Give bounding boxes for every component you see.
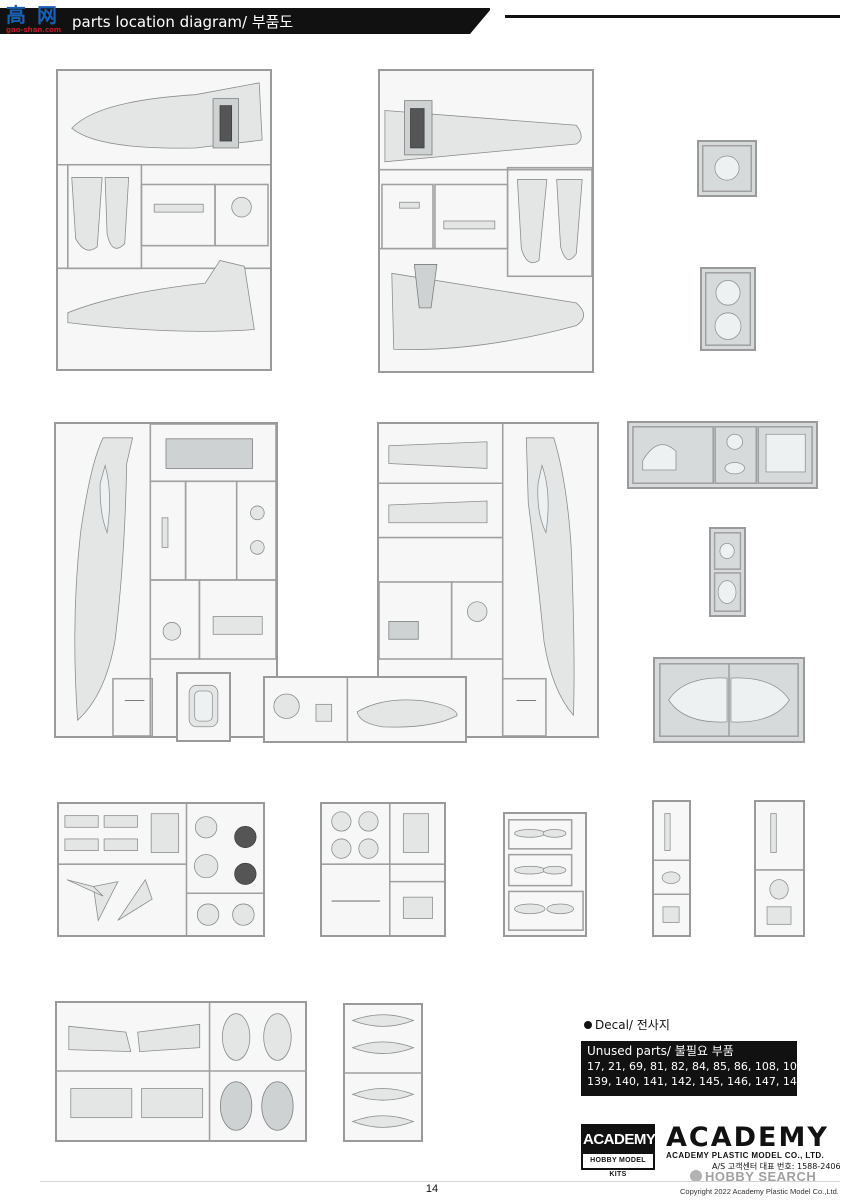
header-rule: [505, 15, 840, 18]
footer-rule: [40, 1181, 840, 1182]
header-bar: [0, 8, 490, 34]
sprue-clear-lights: [709, 527, 746, 617]
sprue-bombs: [503, 812, 587, 937]
site-logo: 高 网 gao-shan.com: [6, 4, 68, 38]
sprue-small-frame: [176, 672, 231, 742]
sprue-fuselage-right: [377, 422, 599, 738]
unused-parts-title: Unused parts/ 불필요 부품: [587, 1044, 734, 1058]
site-logo-glyphs: 高 网: [6, 3, 59, 27]
watermark-text: HOBBY SEARCH: [705, 1169, 817, 1184]
sprue-wheels: [320, 802, 446, 937]
page-title: parts location diagram/ 부품도: [72, 13, 294, 31]
hobby-search-watermark: HOBBY SEARCH: [690, 1169, 816, 1184]
decal-label: Decal/ 전사지: [584, 1016, 670, 1033]
site-logo-url: gao-shan.com: [6, 26, 62, 34]
bullet-dot-icon: [584, 1021, 592, 1029]
unused-parts-box: Unused parts/ 불필요 부품 17, 21, 69, 81, 82,…: [581, 1041, 804, 1096]
sprue-wing-right: [378, 69, 594, 373]
unused-parts-row-2: 139, 140, 141, 142, 145, 146, 147, 148: [587, 1075, 804, 1088]
sprue-tail: [55, 1001, 307, 1142]
unused-parts-row-1: 17, 21, 69, 81, 82, 84, 85, 86, 108, 109: [587, 1060, 804, 1073]
academy-badge-top: ACADEMY: [583, 1126, 656, 1154]
sprue-clear-canopy: [653, 657, 805, 743]
sprue-wing-left: [56, 69, 272, 371]
sprue-narrow-b: [754, 800, 805, 937]
hobby-search-logo-icon: [690, 1170, 702, 1182]
sprue-fuselage-left: [54, 422, 278, 738]
sprue-drop-tanks: [263, 676, 467, 743]
sprue-clear-canopy-parts: [627, 421, 818, 489]
sprue-torpedoes: [343, 1003, 423, 1142]
company-name: ACADEMY PLASTIC MODEL CO., LTD.: [666, 1151, 825, 1160]
academy-wordmark: ACADEMY: [666, 1122, 829, 1153]
academy-badge: ACADEMY HOBBY MODEL KITS: [581, 1124, 656, 1178]
sprue-clear-small-1: [697, 140, 757, 197]
page-number: 14: [425, 1183, 439, 1195]
sprue-clear-small-2: [700, 267, 756, 351]
sprue-narrow-a: [652, 800, 691, 937]
sprue-engine-props: [57, 802, 265, 937]
copyright: Copyright 2022 Academy Plastic Model Co.…: [680, 1187, 839, 1196]
customer-service: A/S 고객센터 대표 번호: 1588-2406: [712, 1162, 841, 1171]
decal-label-text: Decal/ 전사지: [595, 1018, 670, 1032]
academy-badge-bottom: HOBBY MODEL KITS: [590, 1157, 646, 1178]
